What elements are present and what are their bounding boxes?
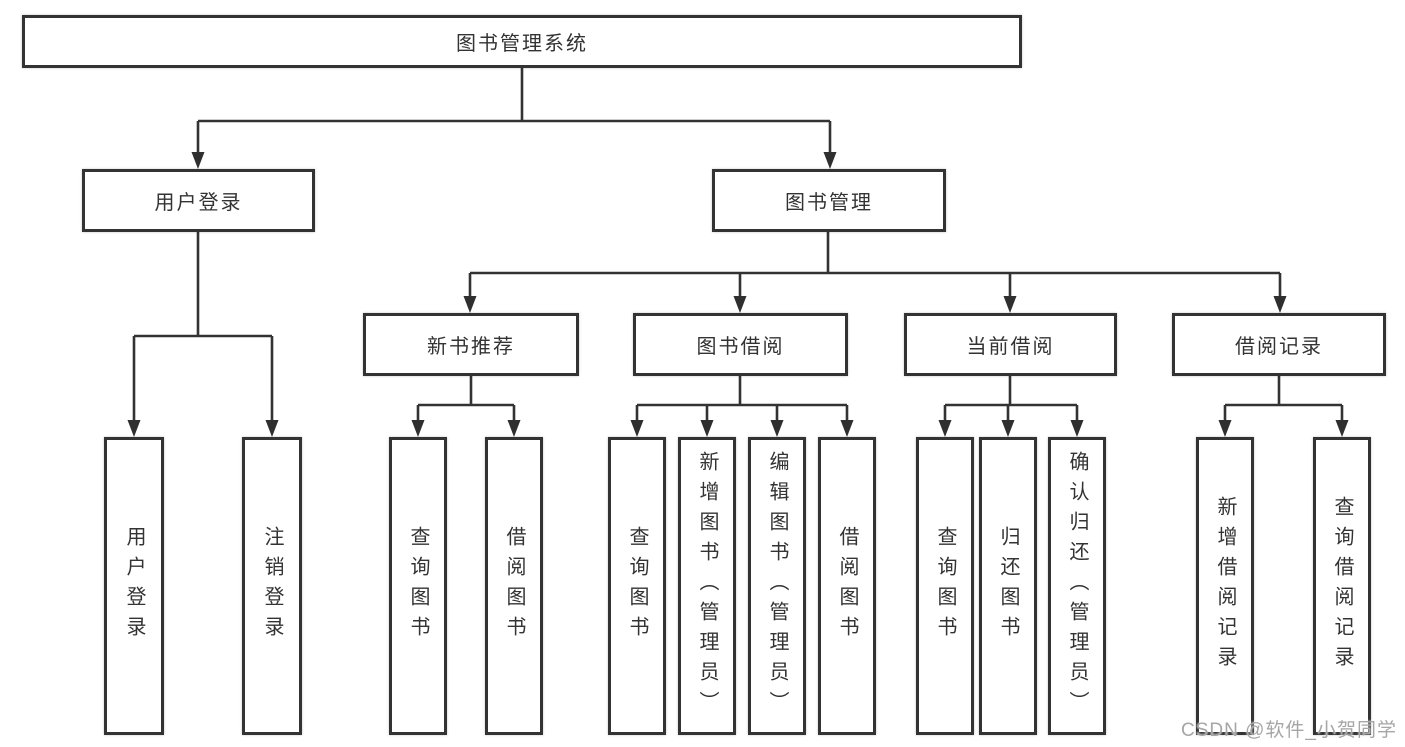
- leaf-newbook-query-books-label: 查询图书: [407, 526, 429, 646]
- leaf-current-query-books: 查询图书: [916, 437, 974, 735]
- leaf-borrowing-edit-books-admin-label: 编辑图书（管理员）: [766, 451, 788, 721]
- leaf-borrowing-query-books-label: 查询图书: [626, 526, 648, 646]
- node-book-management-module: 图书管理: [712, 169, 946, 232]
- node-user-login-module-label: 用户登录: [154, 192, 243, 214]
- node-book-borrowing-label: 图书借阅: [696, 336, 785, 358]
- csdn-watermark: CSDN @软件_小贺同学: [1181, 720, 1397, 741]
- userlogin-branch-wire: [132, 232, 274, 424]
- borrowrecord-branch-wire: [1223, 376, 1344, 424]
- leaf-user-login-label: 用户登录: [123, 526, 145, 646]
- node-new-book-recommend: 新书推荐: [363, 313, 579, 376]
- node-borrowing-records-label: 借阅记录: [1235, 336, 1323, 358]
- node-system-root-label: 图书管理系统: [456, 33, 588, 55]
- leaf-borrowing-query-books: 查询图书: [608, 437, 666, 735]
- leaf-current-return-books-label: 归还图书: [997, 526, 1019, 646]
- node-system-root: 图书管理系统: [22, 15, 1022, 68]
- node-book-management-module-label: 图书管理: [785, 192, 873, 214]
- newbook-branch-wire: [416, 376, 516, 424]
- bookborrow-branch-wire: [635, 376, 849, 424]
- leaf-logout: 注销登录: [242, 437, 302, 735]
- node-book-borrowing: 图书借阅: [633, 313, 848, 376]
- leaf-user-login: 用户登录: [104, 437, 164, 735]
- currentborrow-branch-wire: [943, 376, 1079, 424]
- root-to-level2-wire: [196, 68, 832, 156]
- node-current-borrowing-label: 当前借阅: [966, 336, 1055, 358]
- leaf-borrowing-add-books-admin-label: 新增图书（管理员）: [696, 451, 718, 721]
- node-current-borrowing: 当前借阅: [904, 313, 1117, 376]
- bookmgmt-branch-wire: [468, 232, 1282, 300]
- leaf-current-return-books: 归还图书: [979, 437, 1037, 735]
- leaf-newbook-borrow-books: 借阅图书: [485, 437, 543, 735]
- leaf-newbook-borrow-books-label: 借阅图书: [503, 526, 525, 646]
- node-borrowing-records: 借阅记录: [1172, 313, 1386, 376]
- leaf-record-query-borrow-record: 查询借阅记录: [1313, 437, 1371, 735]
- leaf-current-query-books-label: 查询图书: [934, 526, 956, 646]
- node-user-login-module: 用户登录: [82, 169, 315, 232]
- leaf-borrowing-add-books-admin: 新增图书（管理员）: [678, 437, 736, 735]
- node-new-book-recommend-label: 新书推荐: [427, 336, 515, 358]
- leaf-record-add-borrow-record-label: 新增借阅记录: [1214, 496, 1236, 676]
- leaf-borrowing-borrow-books: 借阅图书: [818, 437, 876, 735]
- leaf-newbook-query-books: 查询图书: [389, 437, 447, 735]
- leaf-logout-label: 注销登录: [261, 526, 283, 646]
- leaf-record-query-borrow-record-label: 查询借阅记录: [1331, 496, 1353, 676]
- leaf-current-confirm-return-admin-label: 确认归还（管理员）: [1066, 451, 1088, 721]
- leaf-borrowing-borrow-books-label: 借阅图书: [836, 526, 858, 646]
- leaf-borrowing-edit-books-admin: 编辑图书（管理员）: [748, 437, 806, 735]
- leaf-current-confirm-return-admin: 确认归还（管理员）: [1048, 437, 1106, 735]
- leaf-record-add-borrow-record: 新增借阅记录: [1196, 437, 1254, 735]
